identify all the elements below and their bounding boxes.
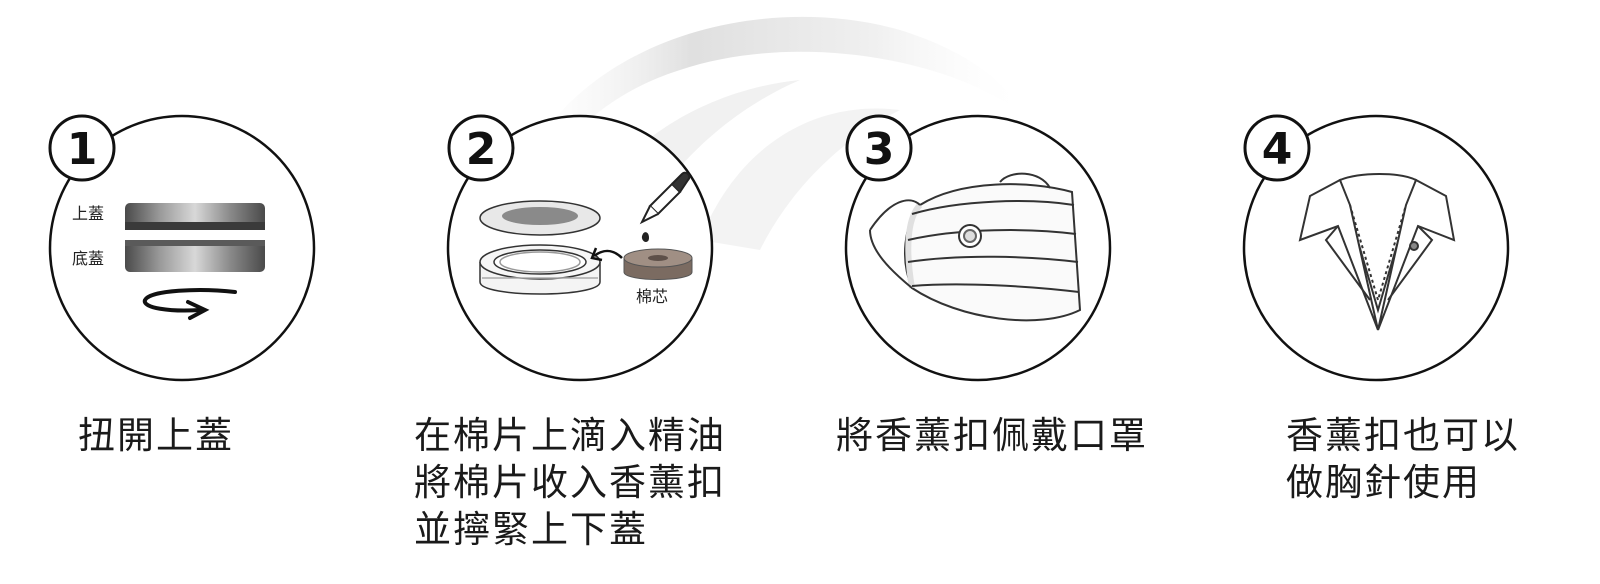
- bottom-lid-label: 底蓋: [72, 249, 104, 268]
- step-2-caption-line-1: 在棉片上滴入精油: [414, 414, 726, 457]
- rotate-arrow-icon: [142, 288, 237, 320]
- step-4: 4 香薰扣也可以 做胸針使用: [1200, 0, 1600, 584]
- cotton-pad-icon: [623, 248, 693, 280]
- top-lid-label: 上蓋: [72, 204, 104, 223]
- step-1-illustration: 1 上蓋 底蓋: [48, 114, 316, 382]
- lid-stack-icon: [125, 203, 265, 272]
- step-4-caption: 香薰扣也可以 做胸針使用: [1286, 412, 1520, 506]
- step-2-caption-line-3: 並擰緊上下蓋: [414, 508, 648, 551]
- step-3-caption-line: 將香薰扣佩戴口罩: [836, 414, 1148, 457]
- open-case-icon: [479, 200, 601, 295]
- step-1-number: 1: [67, 124, 98, 175]
- step-2-caption: 在棉片上滴入精油 將棉片收入香薰扣 並擰緊上下蓋: [414, 412, 726, 553]
- step-3: 3 將香薰扣佩戴口罩: [800, 0, 1200, 584]
- step-3-number-badge: [845, 114, 913, 182]
- step-3-caption: 將香薰扣佩戴口罩: [836, 412, 1148, 459]
- step-2-caption-line-2: 將棉片收入香薰扣: [414, 461, 726, 504]
- step-4-caption-line-1: 香薰扣也可以: [1286, 414, 1520, 457]
- step-3-illustration: 3: [844, 114, 1112, 382]
- step-4-illustration: 4: [1242, 114, 1510, 382]
- step-4-number-badge: [1243, 114, 1311, 182]
- dropper-icon: [639, 171, 691, 242]
- step-1: 1 上蓋 底蓋: [0, 0, 400, 584]
- step-1-number-badge: [48, 114, 116, 182]
- step-4-number: 4: [1262, 124, 1293, 175]
- step-3-number: 3: [864, 124, 895, 175]
- step-1-caption-line: 扭開上蓋: [78, 414, 234, 457]
- step-2-illustration: 2: [446, 114, 714, 382]
- step-2-number: 2: [466, 124, 497, 175]
- arrow-to-case-icon: [590, 247, 623, 262]
- step-2: 2: [400, 0, 800, 584]
- step-1-caption: 扭開上蓋: [78, 412, 234, 459]
- step-2-number-badge: [447, 114, 515, 182]
- step-2-circle: [446, 114, 714, 382]
- face-mask-icon: [869, 172, 1082, 322]
- cotton-core-label: 棉芯: [636, 287, 668, 306]
- jacket-collar-icon: [1298, 173, 1456, 331]
- step-4-caption-line-2: 做胸針使用: [1286, 461, 1481, 504]
